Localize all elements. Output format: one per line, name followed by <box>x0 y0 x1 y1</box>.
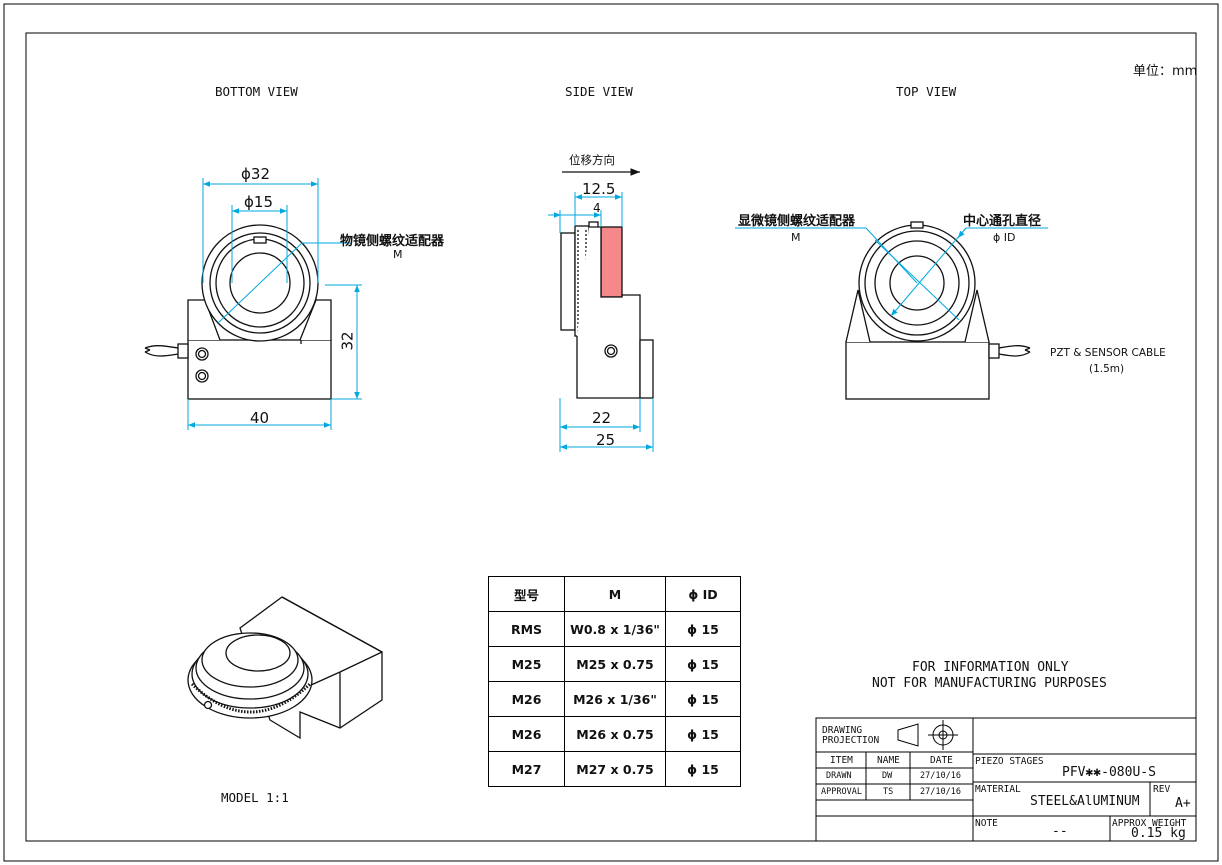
unit-label: 单位：mm <box>1133 64 1198 79</box>
dim-25: 25 <box>596 431 616 449</box>
side-view-drawing <box>560 221 654 399</box>
table-cell: M26 x 0.75 <box>564 716 666 752</box>
approval-name: TS <box>883 787 894 797</box>
dim-12-5: 12.5 <box>582 180 616 198</box>
bottom-view-title: BOTTOM VIEW <box>215 84 298 99</box>
isometric-model <box>187 596 383 740</box>
rev-value: A+ <box>1175 796 1191 811</box>
approval-date: 27/10/16 <box>920 787 961 797</box>
outer-frame <box>3 3 1219 862</box>
spec-table: 型号 M ϕ ID RMS W0.8 x 1/36" ϕ 15 M25 M25 … <box>488 576 741 787</box>
dim-22: 22 <box>592 409 612 427</box>
center-aperture-id: ϕ ID <box>993 231 1016 244</box>
header-cell: ϕ ID <box>665 576 741 612</box>
notice-line-2: NOT FOR MANUFACTURING PURPOSES <box>872 676 1107 691</box>
material-label: MATERIAL <box>975 784 1021 795</box>
header-cell: M <box>564 576 666 612</box>
objective-adapter-callout: 物镜侧螺纹适配器 <box>340 234 445 249</box>
table-cell: M26 <box>488 716 565 752</box>
drawn-name: DW <box>882 771 893 781</box>
top-view-dimensions <box>735 227 1048 321</box>
table-cell: M27 <box>488 751 565 787</box>
displacement-direction-label: 位移方向 <box>569 153 615 167</box>
drawn-label: DRAWN <box>826 771 852 781</box>
dim-inner-diameter: ϕ15 <box>244 193 273 211</box>
center-aperture-callout: 中心通孔直径 <box>963 214 1042 229</box>
approval-label: APPROVAL <box>821 787 862 797</box>
rev-label: REV <box>1153 784 1171 795</box>
title-block-lines <box>815 717 1197 842</box>
col-name: NAME <box>877 755 900 766</box>
notice-line-1: FOR INFORMATION ONLY <box>912 660 1069 675</box>
table-row: M27 M27 x 0.75 ϕ 15 <box>488 751 741 787</box>
header-cell: 型号 <box>488 576 565 612</box>
table-cell: M26 x 1/36" <box>564 681 666 717</box>
table-cell: M27 x 0.75 <box>564 751 666 787</box>
dim-4: 4 <box>593 201 601 215</box>
col-item: ITEM <box>830 755 853 766</box>
table-cell: ϕ 15 <box>665 646 741 682</box>
table-cell: ϕ 15 <box>665 611 741 647</box>
table-cell: ϕ 15 <box>665 751 741 787</box>
col-date: DATE <box>930 755 953 766</box>
weight-value: 0.15 kg <box>1131 826 1186 841</box>
projection-label-1: DRAWING <box>822 725 863 736</box>
model-scale-label: MODEL 1:1 <box>221 790 289 805</box>
table-cell: M25 x 0.75 <box>564 646 666 682</box>
table-header-row: 型号 M ϕ ID <box>488 576 741 612</box>
table-cell: RMS <box>488 611 565 647</box>
dim-outer-diameter: ϕ32 <box>241 165 270 183</box>
table-cell: M26 <box>488 681 565 717</box>
dim-width: 40 <box>250 409 270 427</box>
product-value: PFV✱✱-080U-S <box>1062 765 1156 780</box>
microscope-adapter-callout: 显微镜侧螺纹适配器 <box>738 214 856 229</box>
material-value: STEEL&AlUMINUM <box>1030 794 1140 809</box>
weight-label: APPROX WEIGHT <box>1112 818 1187 829</box>
top-view-drawing <box>845 221 1031 400</box>
objective-adapter-thread: M <box>393 248 403 261</box>
top-view-title: TOP VIEW <box>896 84 957 99</box>
product-label: PIEZO STAGES <box>975 756 1044 767</box>
table-cell: W0.8 x 1/36" <box>564 611 666 647</box>
dim-height: 32 <box>338 331 357 351</box>
table-row: M25 M25 x 0.75 ϕ 15 <box>488 646 741 682</box>
side-view-title: SIDE VIEW <box>565 84 633 99</box>
table-cell: ϕ 15 <box>665 716 741 752</box>
note-value: -- <box>1052 824 1068 839</box>
table-cell: ϕ 15 <box>665 681 741 717</box>
table-row: M26 M26 x 1/36" ϕ 15 <box>488 681 741 717</box>
table-cell: M25 <box>488 646 565 682</box>
drawn-date: 27/10/16 <box>920 771 961 781</box>
cable-length: (1.5m) <box>1089 363 1125 375</box>
note-label: NOTE <box>975 818 998 829</box>
projection-label-2: PROJECTION <box>822 735 880 746</box>
bottom-view-dimensions <box>187 178 362 430</box>
bottom-view-drawing <box>144 224 332 400</box>
side-view-dimensions <box>548 192 654 452</box>
microscope-adapter-thread: M <box>791 231 801 244</box>
drawing-border <box>25 32 1197 842</box>
table-row: RMS W0.8 x 1/36" ϕ 15 <box>488 611 741 647</box>
table-row: M26 M26 x 0.75 ϕ 15 <box>488 716 741 752</box>
cable-label: PZT & SENSOR CABLE <box>1050 347 1166 359</box>
